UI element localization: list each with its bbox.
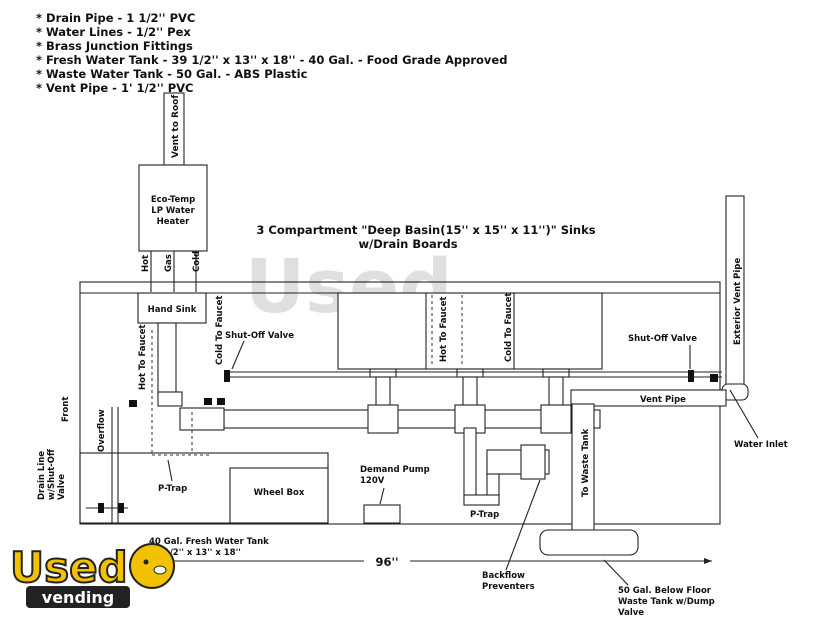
hot-label: Hot	[141, 255, 151, 272]
hot-to-faucet-label: Hot To Faucet	[138, 325, 148, 390]
drain-line-label-2: w/Shut-Off	[47, 449, 57, 500]
hand-sink-label: Hand Sink	[148, 305, 197, 315]
demand-pump-label-1: Demand Pump	[360, 465, 430, 475]
heater-label-2: LP Water	[151, 206, 195, 216]
hand-sink-trap-tee	[157, 391, 183, 407]
to-waste-tank-label: To Waste Tank	[581, 428, 591, 497]
spec-waste-tank: * Waste Water Tank - 50 Gal. - ABS Plast…	[36, 67, 308, 81]
backflow-leader	[505, 479, 541, 571]
water-heater	[138, 164, 208, 252]
logo-used-text: Used	[10, 543, 128, 592]
backflow-body	[520, 444, 546, 480]
shutoff-valve-right	[688, 370, 694, 382]
waste-tank-leader	[603, 559, 629, 586]
front-label: Front	[61, 397, 71, 422]
cold-label: Cold	[192, 251, 202, 272]
drain-fitting	[118, 503, 124, 513]
shutoff-valve-right-label: Shut-Off Valve	[628, 334, 697, 344]
waste-tank	[539, 529, 639, 556]
logo-pig-snout	[153, 565, 167, 575]
backflow-label-1: Backflow	[482, 571, 525, 581]
right-ptrap-riser	[463, 427, 477, 501]
drain-line-label-1: Drain Line	[37, 451, 47, 500]
dimension-label: 96''	[375, 555, 398, 569]
wheel-box	[229, 467, 329, 524]
waste-tank-label-3: Valve	[618, 608, 644, 618]
sink-drain-1	[375, 376, 391, 408]
drain-line-label-3: Valve	[57, 474, 67, 500]
shutoff-left-leader	[231, 340, 245, 370]
dimension-arrow-right	[704, 558, 712, 564]
water-inlet-leader	[729, 389, 759, 439]
spec-drain-pipe: * Drain Pipe - 1 1/2'' PVC	[36, 11, 195, 25]
demand-pump-label-2: 120V	[360, 476, 385, 486]
sink-drain-2	[462, 376, 478, 408]
vent-pipe-label: Vent Pipe	[640, 395, 686, 405]
heater-label-1: Eco-Temp	[151, 195, 195, 205]
overflow-label: Overflow	[97, 409, 107, 452]
waste-tank-label-2: Waste Tank w/Dump	[618, 597, 715, 607]
drain-junction-1	[367, 404, 399, 434]
shutoff-valve-left	[224, 370, 230, 382]
used-vending-logo: Used vending	[6, 534, 175, 610]
diagram-title: 3 Compartment "Deep Basin(15'' x 15'' x …	[256, 223, 595, 237]
spec-vent-pipe: * Vent Pipe - 1' 1/2'' PVC	[36, 81, 194, 95]
water-inlet-label: Water Inlet	[734, 440, 788, 450]
dimension-label-bg	[364, 553, 410, 567]
backflow-label-2: Preventers	[482, 582, 535, 592]
drain-junction-3	[540, 404, 572, 434]
logo-banner	[26, 586, 130, 608]
spec-list: * Drain Pipe - 1 1/2'' PVC * Water Lines…	[36, 11, 507, 95]
spec-fresh-tank: * Fresh Water Tank - 39 1/2'' x 13'' x 1…	[36, 53, 507, 67]
water-inlet-fitting	[710, 374, 718, 382]
sink-drain-2-flange	[456, 368, 484, 378]
cold-to-faucet-label: Cold To Faucet	[215, 296, 225, 365]
sink-drain-3	[548, 376, 564, 408]
spec-water-lines: * Water Lines - 1/2'' Pex	[36, 25, 191, 39]
cold-faucet-fitting-2	[217, 398, 225, 405]
left-ptrap-label: P-Trap	[158, 484, 187, 494]
heater-label-3: Heater	[157, 217, 190, 227]
hand-sink-drain	[157, 322, 177, 396]
vent-pipe-horizontal	[570, 389, 727, 407]
hot-faucet-fitting	[129, 400, 137, 407]
fresh-tank-label-2: 39 1/2'' x 13'' x 18''	[149, 548, 241, 558]
left-ptrap-leader	[167, 459, 173, 482]
sink-hot-to-faucet-label: Hot To Faucet	[439, 297, 449, 362]
cold-faucet-fitting-1	[204, 398, 212, 405]
demand-pump	[363, 504, 401, 524]
sink-drain-3-flange	[542, 368, 570, 378]
right-ptrap-bottom	[463, 494, 500, 506]
diagram-subtitle: w/Drain Boards	[358, 237, 457, 251]
exterior-vent-label: Exterior Vent Pipe	[733, 258, 743, 345]
logo-pig-icon	[129, 543, 175, 589]
fresh-tank-label-1: 40 Gal. Fresh Water Tank	[149, 537, 269, 547]
sink-cold-to-faucet-label: Cold To Faucet	[504, 293, 514, 362]
right-ptrap-label: P-Trap	[470, 510, 499, 520]
drain-shutoff-valve	[98, 503, 104, 513]
wheel-box-label: Wheel Box	[254, 488, 305, 498]
spec-fittings: * Brass Junction Fittings	[36, 39, 193, 53]
hand-sink-trap-arm	[179, 407, 225, 431]
sink-drain-1-flange	[369, 368, 397, 378]
demand-pump-leader	[379, 487, 385, 505]
three-compartment-sink	[337, 292, 603, 370]
gas-label: Gas	[164, 254, 174, 272]
waste-tank-label-1: 50 Gal. Below Floor	[618, 586, 712, 596]
logo-pig-eye	[143, 559, 149, 565]
logo-vending-text: vending	[42, 588, 114, 607]
vent-to-roof-label: Vent to Roof	[171, 95, 181, 158]
shutoff-valve-left-label: Shut-Off Valve	[225, 331, 294, 341]
